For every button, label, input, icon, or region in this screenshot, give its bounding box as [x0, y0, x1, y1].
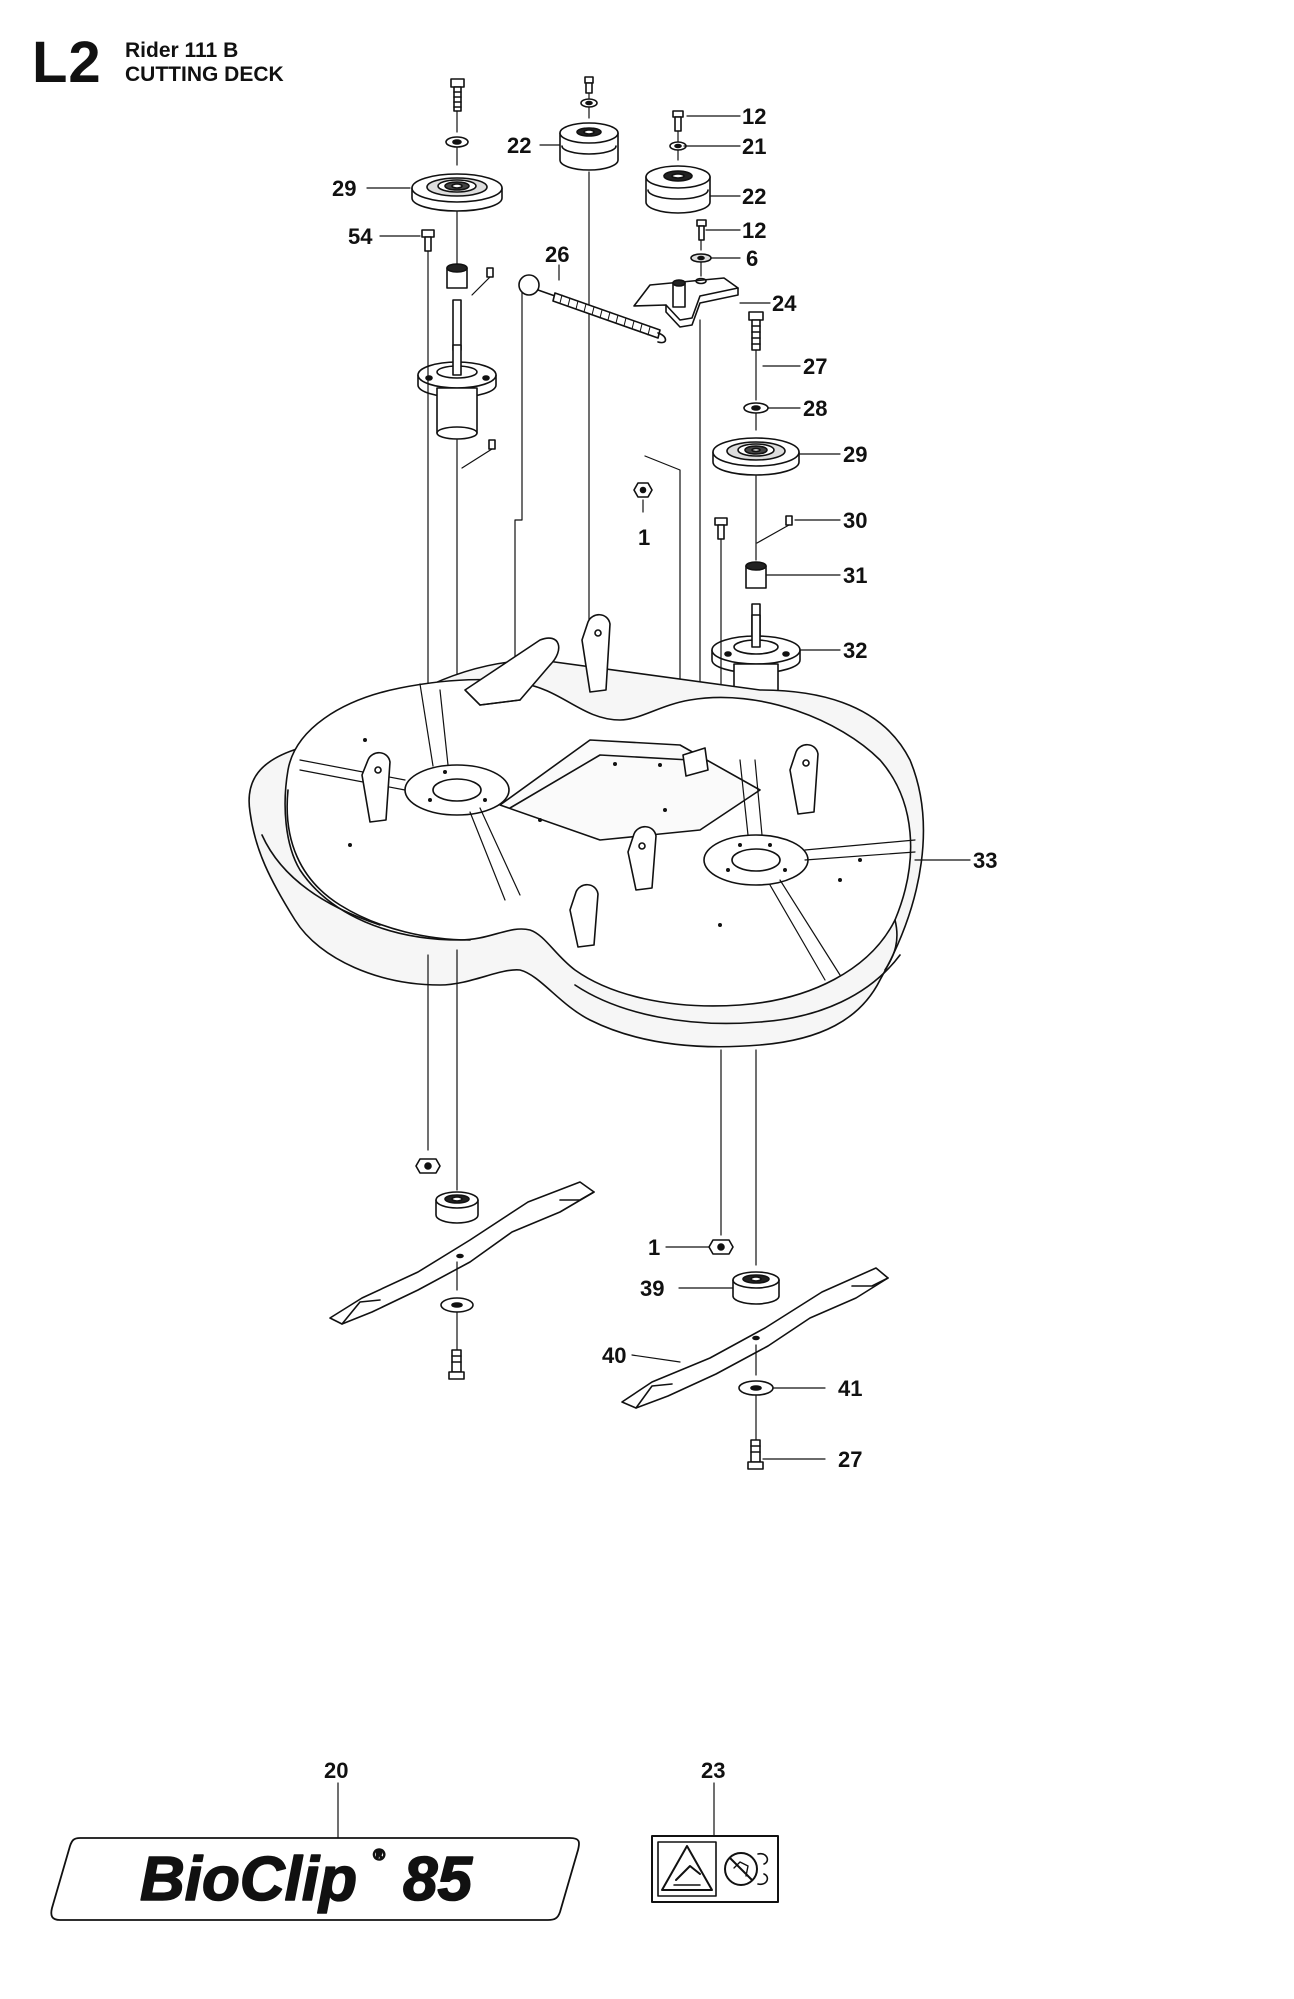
warning-triangle-icon: [661, 1845, 713, 1891]
callout-1-upper: 1: [638, 525, 650, 550]
decal-registered-mark: ®: [373, 1847, 385, 1864]
cutting-deck-shell: [248, 613, 925, 1266]
callout-40: 40: [602, 1343, 626, 1368]
callout-54: 54: [348, 224, 373, 249]
nut-icon: [708, 1239, 734, 1255]
spacer-sleeve-icon: [745, 561, 767, 589]
callout-26: 26: [545, 242, 569, 267]
section-code: L2: [32, 30, 102, 95]
callout-32: 32: [843, 638, 867, 663]
idler-arm-icon: [633, 277, 739, 328]
bearing-icon: [732, 1271, 780, 1305]
washer-icon: [440, 1297, 474, 1313]
callout-30: 30: [843, 508, 867, 533]
washer-icon: [738, 1380, 774, 1396]
pulley-icon: [411, 173, 503, 212]
callout-12-lower: 12: [742, 218, 766, 243]
right-blade-assembly: [621, 1239, 889, 1470]
callout-29-right: 29: [843, 442, 867, 467]
idler-pulley-icon: [645, 165, 711, 214]
bolt-icon: [450, 78, 465, 112]
callout-39: 39: [640, 1276, 664, 1301]
washer-icon: [743, 402, 769, 414]
idler-pulley-icon: [559, 122, 619, 171]
callout-23: 23: [701, 1758, 725, 1783]
nut-icon: [633, 482, 653, 498]
callout-1-lower: 1: [648, 1235, 660, 1260]
blade-icon: [621, 1267, 889, 1409]
section-title: CUTTING DECK: [125, 63, 284, 86]
nut-icon: [415, 1158, 441, 1174]
decal-brand-text: BioClip: [140, 1845, 357, 1914]
callout-28: 28: [803, 396, 827, 421]
callout-labels: 29 54 22 12 21 22 12 6 26 24 27 28 29 30…: [324, 104, 997, 1783]
spacer-sleeve-icon: [446, 263, 468, 289]
callout-20: 20: [324, 1758, 348, 1783]
right-spindle-stack: [633, 311, 801, 781]
leader-lines: [337, 115, 971, 1841]
decal-size-text: 85: [403, 1845, 473, 1914]
callout-6: 6: [746, 246, 758, 271]
callout-27-upper: 27: [803, 354, 827, 379]
no-hands-icon: [724, 1852, 769, 1886]
left-spindle-stack: [411, 78, 503, 736]
callout-27-lower: 27: [838, 1447, 862, 1472]
spindle-housing-icon: [711, 603, 801, 716]
callout-12-upper: 12: [742, 104, 766, 129]
bolt-icon: [448, 1349, 465, 1380]
tension-spring-icon: [514, 274, 667, 771]
spindle-housing-icon: [417, 299, 497, 440]
callout-22-center: 22: [507, 133, 531, 158]
screw-icon: [421, 229, 435, 252]
model-name: Rider 111 B: [125, 39, 239, 62]
right-idler-stack: [633, 110, 739, 759]
bearing-icon: [435, 1191, 479, 1224]
bolt-icon: [748, 311, 764, 351]
callout-24: 24: [772, 291, 797, 316]
callout-22-right: 22: [742, 184, 766, 209]
bolt-icon: [747, 1439, 764, 1470]
warning-decal: [651, 1835, 779, 1903]
callout-33: 33: [973, 848, 997, 873]
callout-21: 21: [742, 134, 766, 159]
left-blade-assembly: [329, 1158, 595, 1380]
blade-icon: [329, 1181, 595, 1325]
bioclip-decal: BioClip ® 85: [50, 1837, 580, 1921]
washer-icon: [445, 136, 469, 148]
callout-41: 41: [838, 1376, 862, 1401]
callout-29-left: 29: [332, 176, 356, 201]
center-idler-stack: [559, 76, 619, 621]
pulley-icon: [712, 437, 800, 476]
callout-31: 31: [843, 563, 867, 588]
